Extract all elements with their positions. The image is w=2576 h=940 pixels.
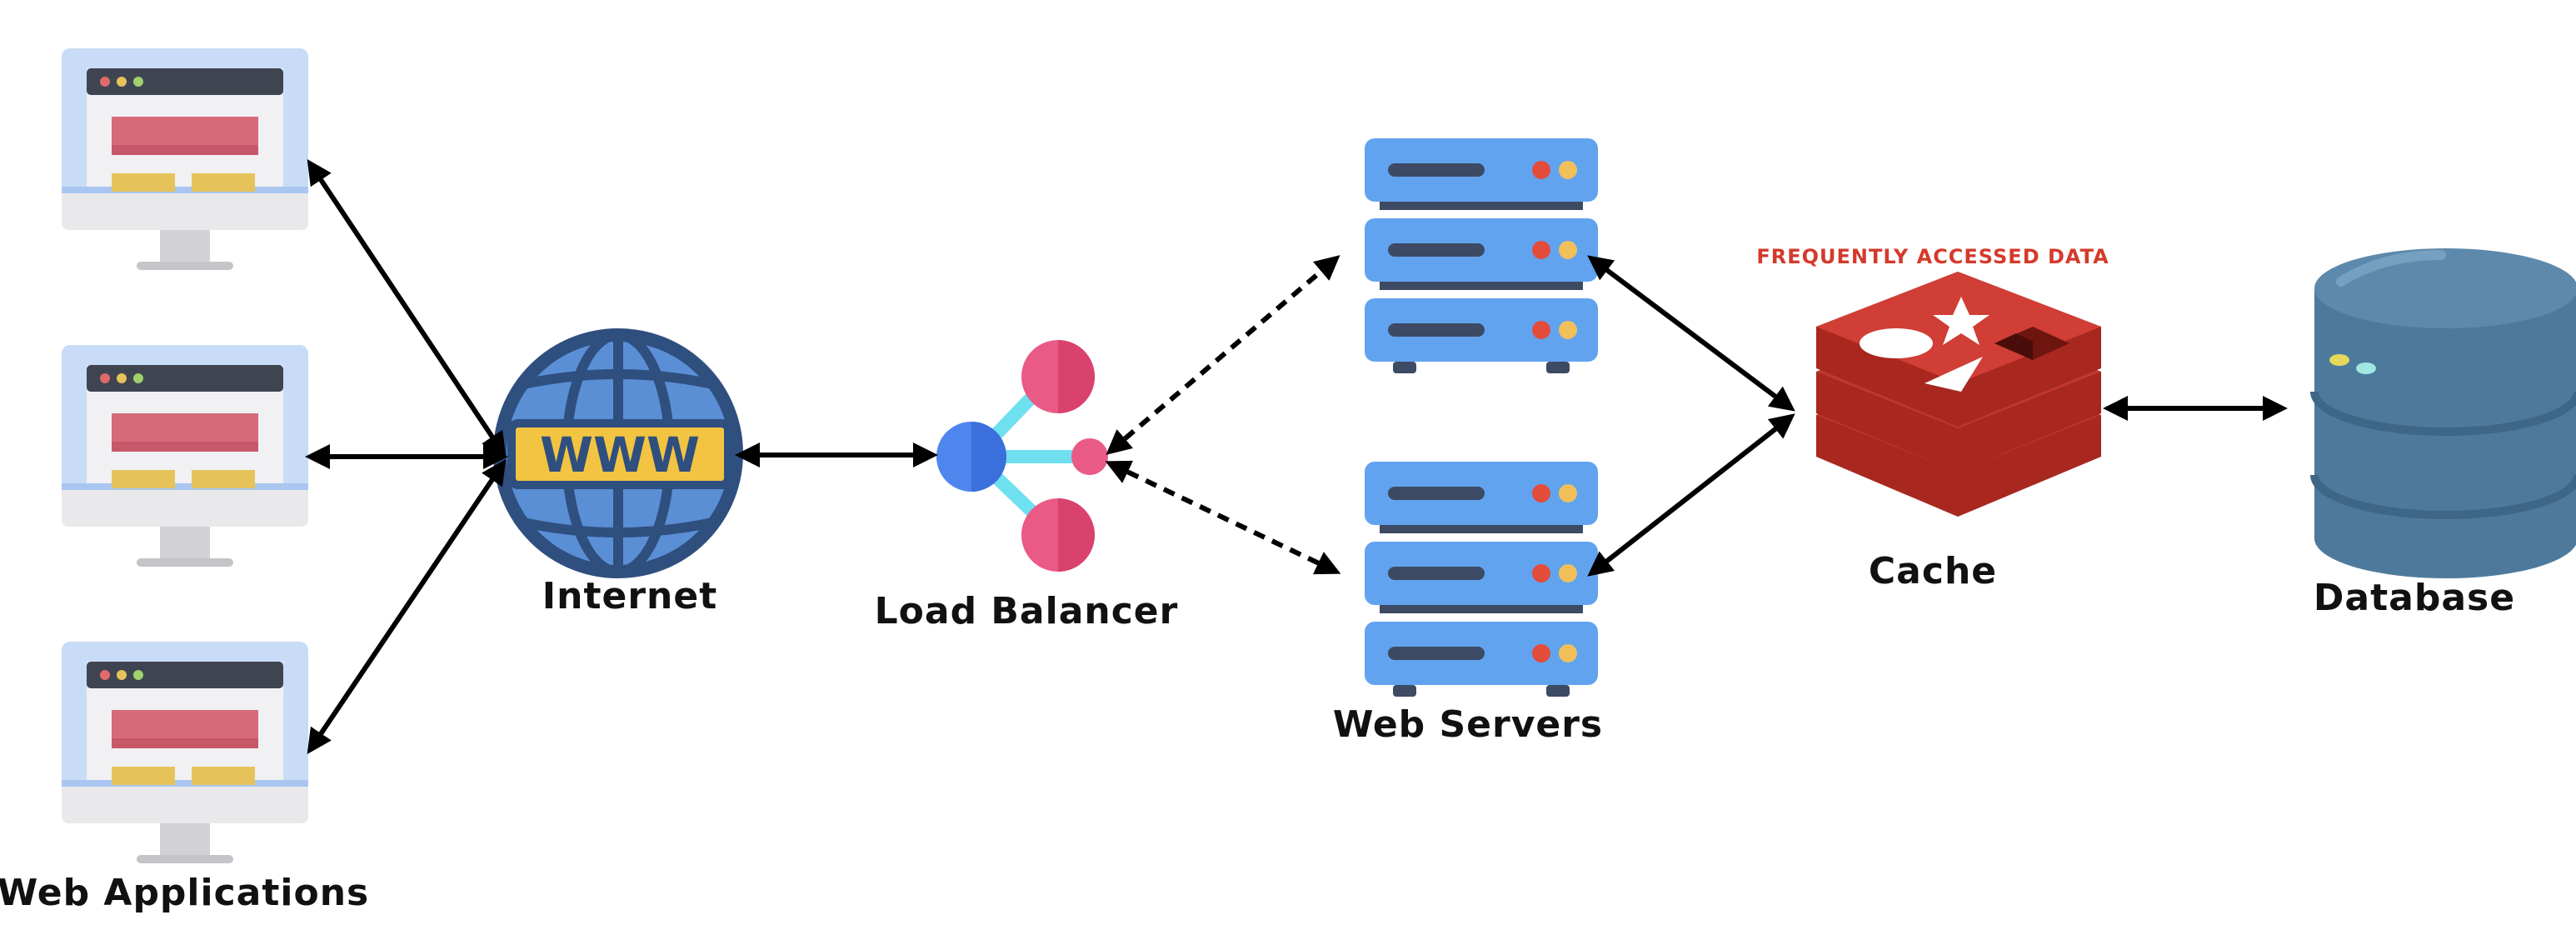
web-server-1-rack-icon xyxy=(1365,138,1598,373)
internet-globe-icon: WWW xyxy=(493,328,743,578)
web-app-2-monitor-icon xyxy=(62,345,308,567)
www-label: WWW xyxy=(540,427,700,483)
arrow-app1-internet xyxy=(307,159,507,458)
web-app-1-monitor-icon xyxy=(62,48,308,270)
web-applications-label: Web Applications xyxy=(0,872,369,914)
arrow-app3-internet xyxy=(307,459,507,754)
cache-note: FREQUENTLY ACCESSED DATA xyxy=(1756,245,2109,268)
web-servers-label: Web Servers xyxy=(1333,703,1603,746)
web-app-3-monitor-icon xyxy=(62,642,308,863)
arrow-lb-server1 xyxy=(1106,255,1340,455)
redis-cache-icon xyxy=(1816,272,2101,517)
web-server-2-rack-icon xyxy=(1365,462,1598,697)
arrow-server1-cache xyxy=(1587,255,1795,412)
load-balancer-icon xyxy=(936,340,1108,572)
arrow-lb-server2 xyxy=(1105,460,1341,575)
cache-label: Cache xyxy=(1869,550,1997,592)
connections xyxy=(305,159,2288,754)
internet-label: Internet xyxy=(542,575,717,618)
load-balancer-label: Load Balancer xyxy=(875,590,1179,632)
arrow-server2-cache xyxy=(1587,413,1795,577)
database-cylinder-icon xyxy=(2310,248,2576,578)
database-label: Database xyxy=(2314,577,2515,619)
